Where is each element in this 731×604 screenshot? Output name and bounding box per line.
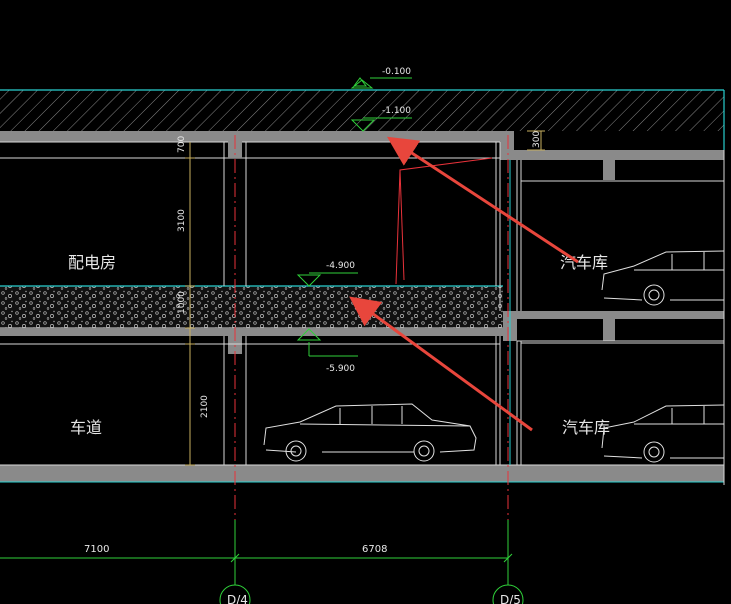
annotation-arrows — [349, 136, 579, 432]
bottom-dimension-chain — [0, 520, 513, 566]
walls — [223, 142, 725, 485]
dim-1000: 1000 — [177, 291, 187, 314]
elevation-top: -0.100 — [382, 67, 411, 77]
span-right: 6708 — [362, 544, 387, 555]
elevation-slab: -1.100 — [382, 106, 411, 116]
axis-label-right: D/5 — [500, 593, 521, 604]
red-pipe — [395, 157, 493, 285]
axis-bubble-right: D/5 — [492, 566, 524, 604]
elevation-mid-upper: -4.900 — [326, 261, 355, 271]
room-upper-left: 配电房 — [68, 253, 116, 272]
bottom-slab — [0, 464, 724, 483]
dim-300: 300 — [532, 131, 542, 148]
elevation-marker-top — [350, 77, 412, 89]
elevation-marker-slab — [350, 117, 412, 132]
soil-cover-layer — [0, 89, 725, 150]
axis-lines — [234, 135, 509, 520]
dim-lines — [185, 130, 545, 466]
elevation-mid-lower: -5.900 — [326, 364, 355, 374]
car-lower-middle — [263, 403, 477, 462]
room-lower-left: 车道 — [70, 418, 102, 437]
axis-label-left: D/4 — [227, 593, 248, 604]
mid-gravel-slab — [0, 285, 724, 354]
elevation-marker-mid-lower — [296, 328, 358, 357]
elevation-marker-mid-upper — [296, 272, 358, 287]
room-lower-right: 汽车库 — [562, 418, 610, 437]
dim-700: 700 — [177, 136, 187, 153]
car-upper-right — [601, 250, 725, 306]
span-left: 7100 — [84, 544, 109, 555]
car-lower-right — [601, 404, 725, 463]
axis-bubble-left: D/4 — [219, 566, 251, 604]
dim-2100: 2100 — [200, 395, 210, 418]
dim-3100: 3100 — [177, 209, 187, 232]
roof-slab — [0, 131, 724, 180]
